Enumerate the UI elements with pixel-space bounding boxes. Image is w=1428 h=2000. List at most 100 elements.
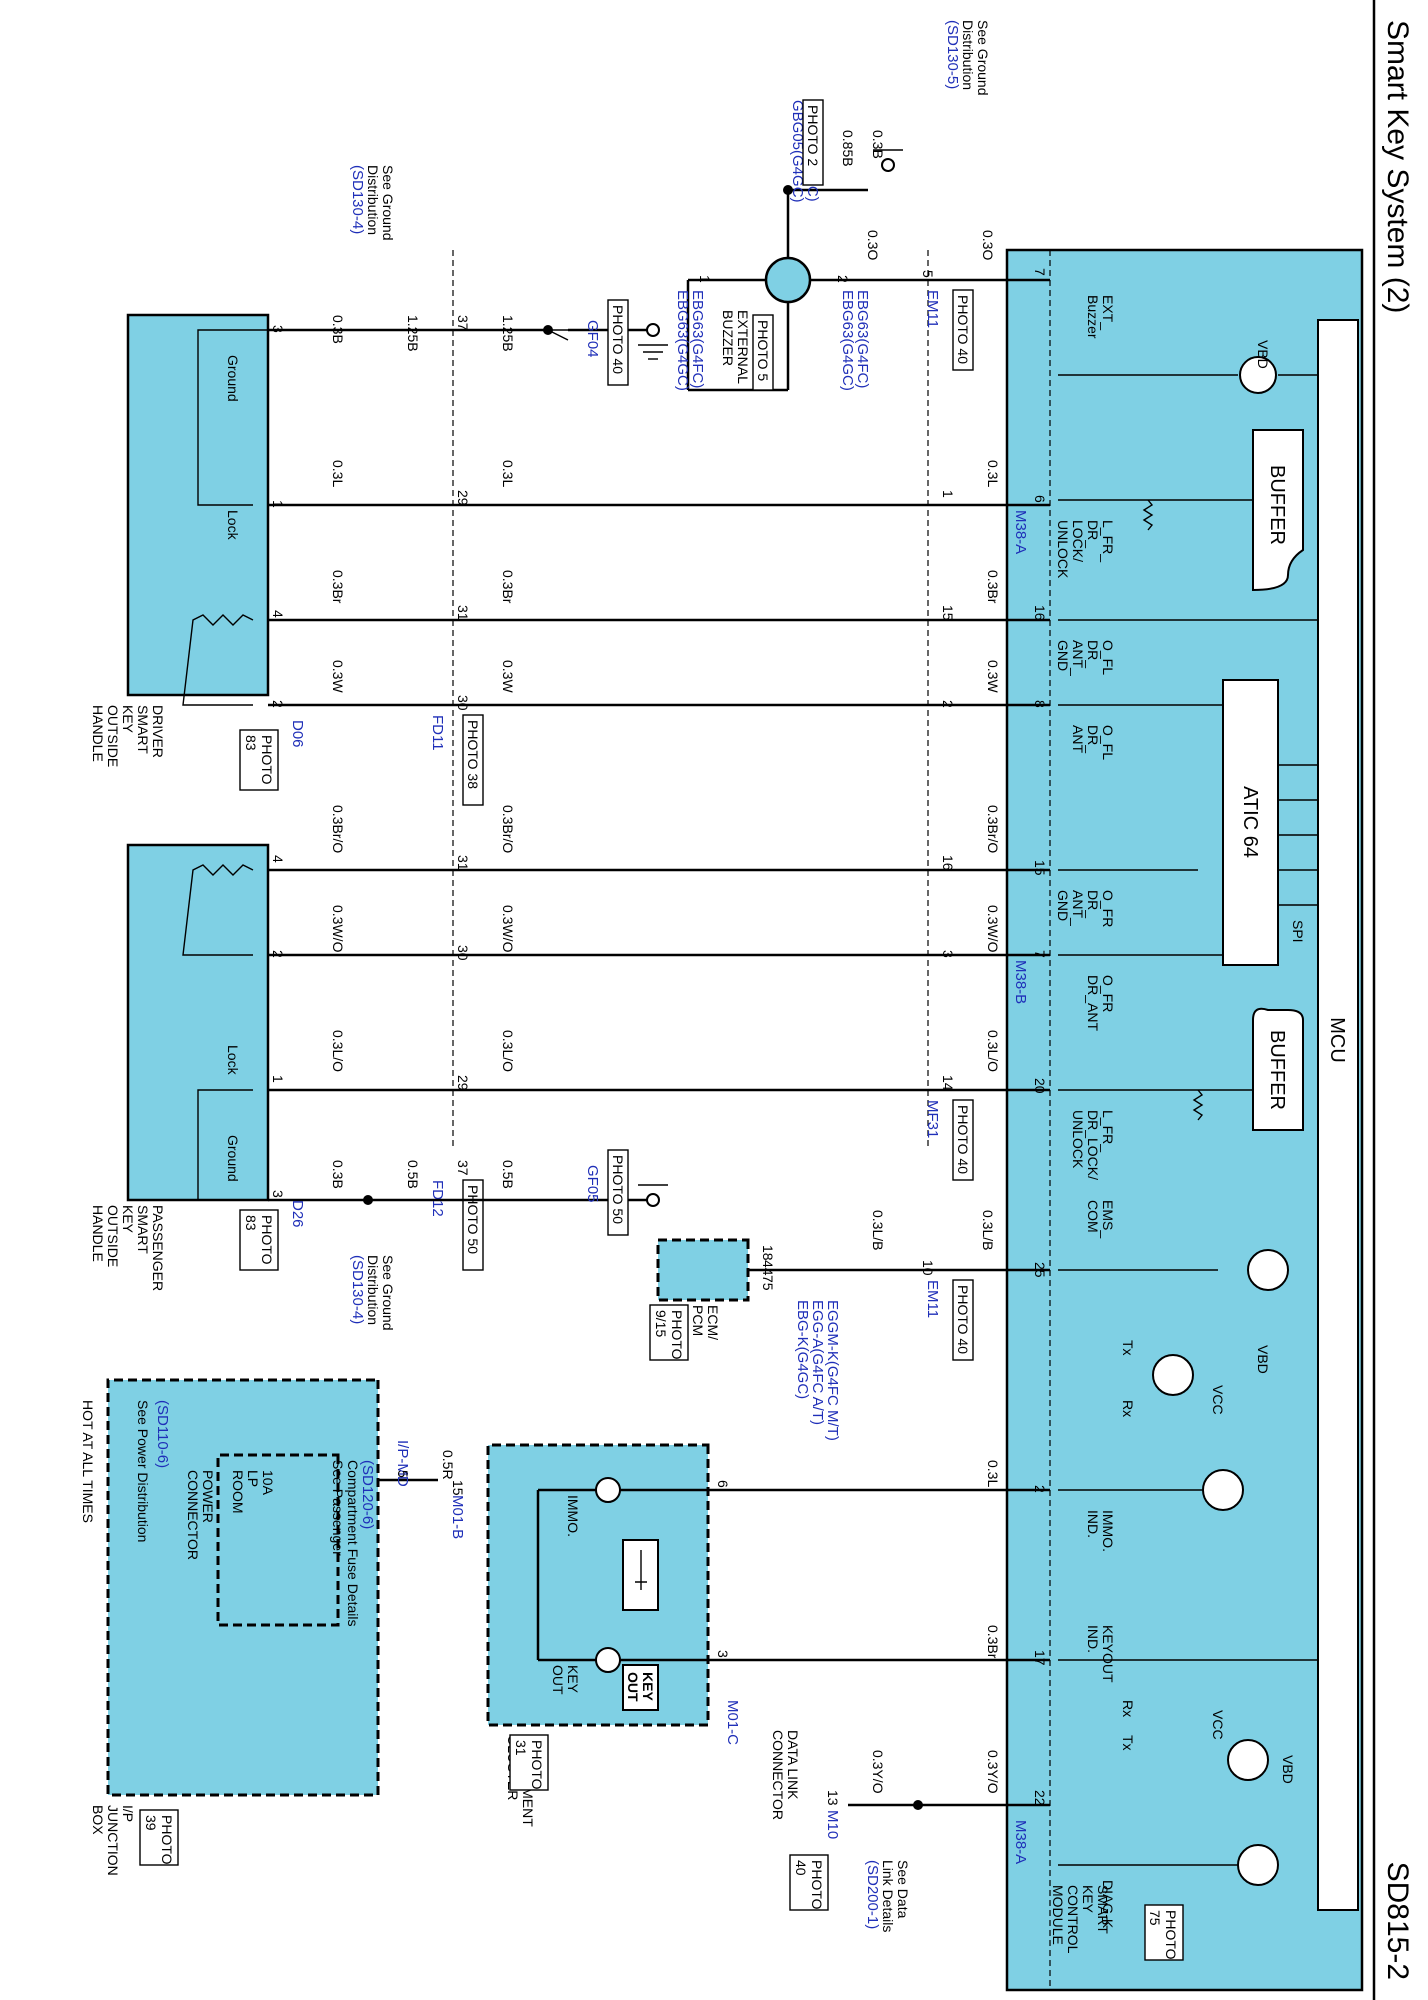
passenger-fuse-ref: (SD120-6) xyxy=(359,1460,376,1529)
svg-text:0.5B: 0.5B xyxy=(500,1160,516,1189)
fuse-label: ROOM LP 10A xyxy=(230,1470,276,1514)
driver-handle-pins: 3 1 4 2 xyxy=(270,325,286,708)
ground-top-photo: PHOTO 2 xyxy=(805,105,821,166)
external-buzzer[interactable] xyxy=(764,256,812,304)
ems-transistor xyxy=(1247,1249,1289,1291)
ecm-pins: 18 44 75 xyxy=(760,1245,776,1291)
ground-top-see: See Ground xyxy=(975,20,991,96)
svg-text:4: 4 xyxy=(270,610,286,618)
buzzer-name: EXTERNAL BUZZER xyxy=(720,310,751,384)
svg-text:0.5B: 0.5B xyxy=(405,1160,421,1189)
atic64-block xyxy=(1222,679,1279,966)
cluster-pin6: 6 xyxy=(715,1480,731,1488)
svg-text:16: 16 xyxy=(1032,605,1048,621)
svg-text:0.3L/O: 0.3L/O xyxy=(500,1030,516,1072)
mid-connector-pins: 1 15 2 16 3 14 5 10 xyxy=(920,270,956,1276)
svg-text:BOX: BOX xyxy=(90,1805,106,1835)
gf04-label: GF04 xyxy=(584,320,601,358)
svg-text:14: 14 xyxy=(940,1075,956,1091)
svg-text:3: 3 xyxy=(270,325,286,333)
immo-label: IMMO. xyxy=(565,1495,581,1537)
svg-text:0.3Br: 0.3Br xyxy=(985,1625,1001,1659)
svg-text:DR_: DR_ xyxy=(1085,520,1101,548)
buzzer-pin1: 1 xyxy=(697,275,713,283)
svg-text:31: 31 xyxy=(455,855,471,871)
svg-text:EBG63(G4GC): EBG63(G4GC) xyxy=(674,290,691,391)
svg-text:0.3Y/O: 0.3Y/O xyxy=(870,1750,886,1794)
diag-rx-transistor xyxy=(1237,1844,1279,1886)
ground-top-ref: (SD130-5) xyxy=(944,20,961,89)
m01b-label: M01-B xyxy=(449,1495,466,1539)
svg-text:OUTSIDE: OUTSIDE xyxy=(105,1205,121,1267)
svg-text:0.3Br: 0.3Br xyxy=(500,570,516,604)
svg-text:29: 29 xyxy=(455,1075,471,1091)
buffer-1 xyxy=(1252,429,1304,592)
svg-text:CONNECTOR: CONNECTOR xyxy=(770,1730,786,1820)
svg-text:17: 17 xyxy=(1032,1650,1048,1666)
svg-text:15: 15 xyxy=(1032,860,1048,876)
svg-text:75: 75 xyxy=(760,1275,776,1291)
svg-text:EBG63(G4FC): EBG63(G4FC) xyxy=(689,290,706,388)
dlc-pin: 13 xyxy=(825,1790,841,1806)
junction-photo: PHOTO xyxy=(159,1815,175,1865)
vcc-label-2: VCC xyxy=(1210,1710,1226,1740)
em11-label: EM11 xyxy=(924,290,941,328)
svg-text:0.3L/B: 0.3L/B xyxy=(870,1210,886,1250)
cluster-pin15: 15 xyxy=(450,1480,466,1496)
instrument-cluster[interactable] xyxy=(486,1443,710,1727)
keyout-label: KEY xyxy=(565,1665,581,1694)
ground-symbol-gf04 xyxy=(638,323,668,360)
see-power: See Power Distribution xyxy=(135,1400,151,1542)
page-title: Smart Key System (2) xyxy=(1381,20,1414,313)
svg-text:1: 1 xyxy=(270,1075,286,1083)
svg-text:L_FR_: L_FR_ xyxy=(1100,1110,1116,1152)
driver-lock-label: Lock xyxy=(225,510,241,541)
dlc-photo-num: 40 xyxy=(793,1860,809,1876)
svg-text:KEY: KEY xyxy=(120,1205,136,1234)
svg-text:CONTROL: CONTROL xyxy=(1065,1885,1081,1954)
svg-text:0.3W: 0.3W xyxy=(500,660,516,693)
svg-text:EBG-K(G4GC): EBG-K(G4GC) xyxy=(794,1300,811,1399)
module-photo: PHOTO xyxy=(1163,1910,1179,1960)
svg-text:DATA LINK: DATA LINK xyxy=(785,1730,801,1800)
svg-text:IND.: IND. xyxy=(1085,1625,1101,1653)
svg-text:DR_ANT: DR_ANT xyxy=(1085,975,1101,1031)
fd11-photo: PHOTO 38 xyxy=(465,720,481,789)
buzzer-driver-transistor xyxy=(1239,356,1277,394)
svg-text:BUZZER: BUZZER xyxy=(720,310,736,366)
svg-text:16: 16 xyxy=(940,855,956,871)
driver-antenna-coil xyxy=(182,614,254,706)
fd12-photo: PHOTO 50 xyxy=(465,1185,481,1254)
driver-ground-ref: (SD130-4) xyxy=(349,165,366,234)
spi-label: SPI xyxy=(1290,920,1306,943)
dlc-see-2: Link Details xyxy=(880,1860,896,1932)
junction-pin5: 5 xyxy=(395,1470,411,1478)
see-passenger-2: Compartment Fuse Details xyxy=(345,1460,361,1627)
svg-text:31: 31 xyxy=(455,605,471,621)
svg-text:0.3L: 0.3L xyxy=(330,460,346,487)
keyout-box-label: KEY xyxy=(640,1672,656,1701)
svg-text:DR_: DR_ xyxy=(1085,890,1101,918)
atic64-label: ATIC 64 xyxy=(1239,786,1261,858)
pin-label-lfr-pass: L_FR_DR_LOCK/UNLOCK xyxy=(1070,1110,1116,1180)
passenger-see-ground: See Ground xyxy=(380,1255,396,1331)
tx-label-2: Tx xyxy=(1120,1735,1136,1751)
ground-top-see-2: Distribution xyxy=(960,20,976,90)
ecm-pcm[interactable] xyxy=(656,1238,750,1302)
ecm-photo: PHOTO xyxy=(669,1310,685,1360)
svg-text:KEY: KEY xyxy=(1080,1885,1096,1914)
conn-m38a-2: M38-A xyxy=(1012,1820,1029,1864)
svg-text:PCM: PCM xyxy=(690,1305,706,1336)
ground-symbol-gf05 xyxy=(638,1184,668,1207)
svg-text:18: 18 xyxy=(760,1245,776,1261)
cluster-photo: PHOTO xyxy=(529,1740,545,1790)
svg-text:DR_: DR_ xyxy=(1085,640,1101,668)
svg-text:2: 2 xyxy=(270,950,286,958)
immo-led xyxy=(595,1477,621,1503)
dlc-ref: (SD200-1) xyxy=(864,1860,881,1929)
driver-handle-name: DRIVER SMART KEY OUTSIDE HANDLE xyxy=(90,705,166,767)
ip-md-label: I/P-MD xyxy=(394,1440,411,1487)
